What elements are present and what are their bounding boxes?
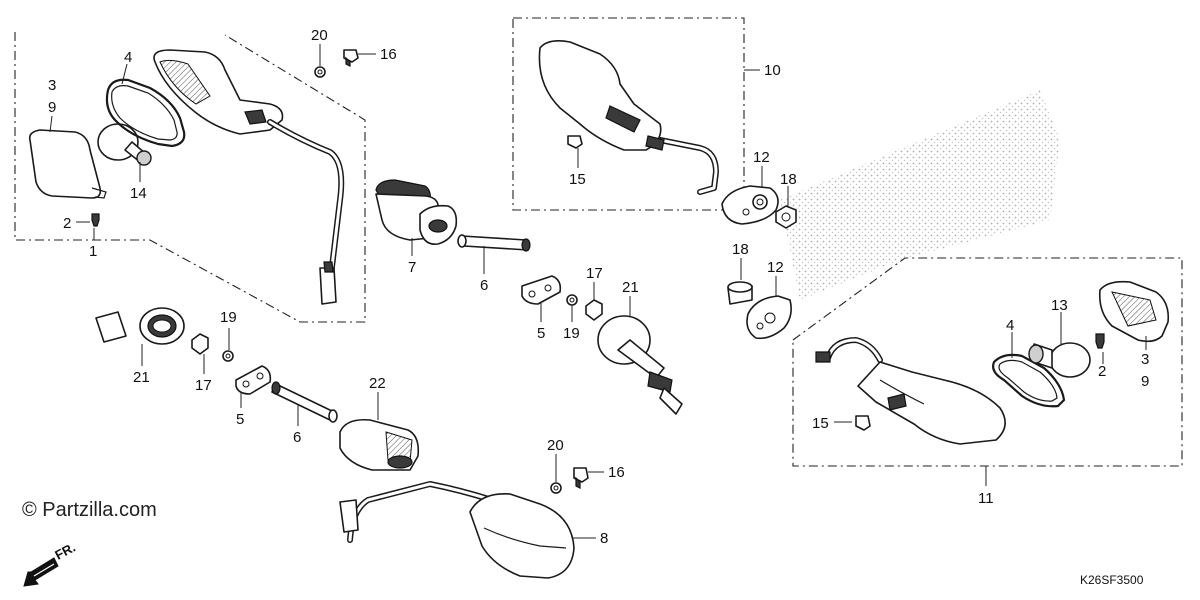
callout-2b: 2	[1098, 363, 1106, 380]
callout-13: 13	[1051, 297, 1068, 314]
callout-5b: 5	[236, 411, 244, 428]
callout-12a: 12	[753, 149, 770, 166]
callout-14: 14	[130, 185, 147, 202]
callout-10: 10	[764, 62, 781, 79]
callout-15a: 15	[569, 171, 586, 188]
lens-part-3-9	[28, 129, 107, 199]
callout-6b: 6	[293, 429, 301, 446]
collar-part-18b	[727, 281, 753, 305]
front-direction-arrow	[23, 557, 59, 587]
callout-12b: 12	[767, 259, 784, 276]
plate-part-5b	[235, 365, 272, 395]
callout-1: 1	[89, 243, 97, 260]
callout-21b: 21	[622, 279, 639, 296]
callouts: 1 2 3 9 4 14 20 16 7 6 5 19 17 21 21 17 …	[48, 27, 1149, 547]
callout-2a: 2	[63, 215, 71, 232]
callout-21a: 21	[133, 369, 150, 386]
dotted-background	[780, 90, 1060, 300]
callout-4b: 4	[1006, 317, 1014, 334]
screw-part-2b	[1095, 333, 1105, 349]
lens-part-3-9b	[1098, 280, 1170, 343]
bulb-part-13	[1028, 342, 1091, 378]
direction-label: FR.	[52, 540, 78, 563]
callout-9a: 9	[48, 99, 56, 116]
callout-16b: 16	[608, 464, 625, 481]
bulb-part-14	[97, 123, 152, 166]
nut-part-17a	[585, 299, 603, 321]
callout-20b: 20	[547, 437, 564, 454]
grommet-part-12b	[746, 295, 792, 340]
callout-18a: 18	[780, 171, 797, 188]
socket-part-21a	[95, 307, 185, 345]
group-11-box	[792, 257, 1183, 467]
group-1-front-left-indicator	[14, 32, 366, 323]
callout-3b: 3	[1141, 351, 1149, 368]
screw-part-15b	[855, 415, 871, 431]
bolt-part-16b	[573, 467, 589, 483]
callout-19a: 19	[563, 325, 580, 342]
callout-17a: 17	[586, 265, 603, 282]
grommet-part-12a	[721, 185, 779, 225]
callout-6a: 6	[480, 277, 488, 294]
callout-22: 22	[369, 375, 386, 392]
watermark: © Partzilla.com	[22, 499, 157, 521]
callout-9b: 9	[1141, 373, 1149, 390]
socket-part-21b	[597, 315, 683, 415]
callout-18b: 18	[732, 241, 749, 258]
gasket-part-4b	[992, 353, 1066, 408]
group-10-rear-indicator	[512, 17, 745, 211]
callout-3a: 3	[48, 77, 56, 94]
callout-7: 7	[408, 259, 416, 276]
gasket-part-4	[105, 78, 186, 148]
callout-4a: 4	[124, 49, 132, 66]
screw-part-2a	[91, 213, 100, 227]
mount-part-22	[339, 418, 420, 471]
screw-part-15a	[567, 135, 583, 149]
callout-19b: 19	[220, 309, 237, 326]
callout-17b: 17	[195, 377, 212, 394]
callout-20a: 20	[311, 27, 328, 44]
shaft-part-6b	[271, 381, 338, 423]
shaft-part-6a	[457, 234, 531, 252]
group-1-box	[14, 32, 366, 323]
callout-15b: 15	[812, 415, 829, 432]
indicator-part-8	[339, 481, 575, 579]
mount-part-7	[375, 179, 458, 246]
diagram-code: K26SF3500	[1080, 573, 1144, 587]
callout-8: 8	[600, 530, 608, 547]
callout-11: 11	[978, 490, 994, 507]
plate-part-5a	[521, 275, 562, 305]
group-11-rear-right-indicator	[792, 257, 1183, 467]
nut-part-17b	[191, 333, 209, 355]
callout-16a: 16	[380, 46, 397, 63]
callout-5a: 5	[537, 325, 545, 342]
leader-lines	[49, 44, 1147, 539]
housing-part-1	[153, 49, 284, 135]
